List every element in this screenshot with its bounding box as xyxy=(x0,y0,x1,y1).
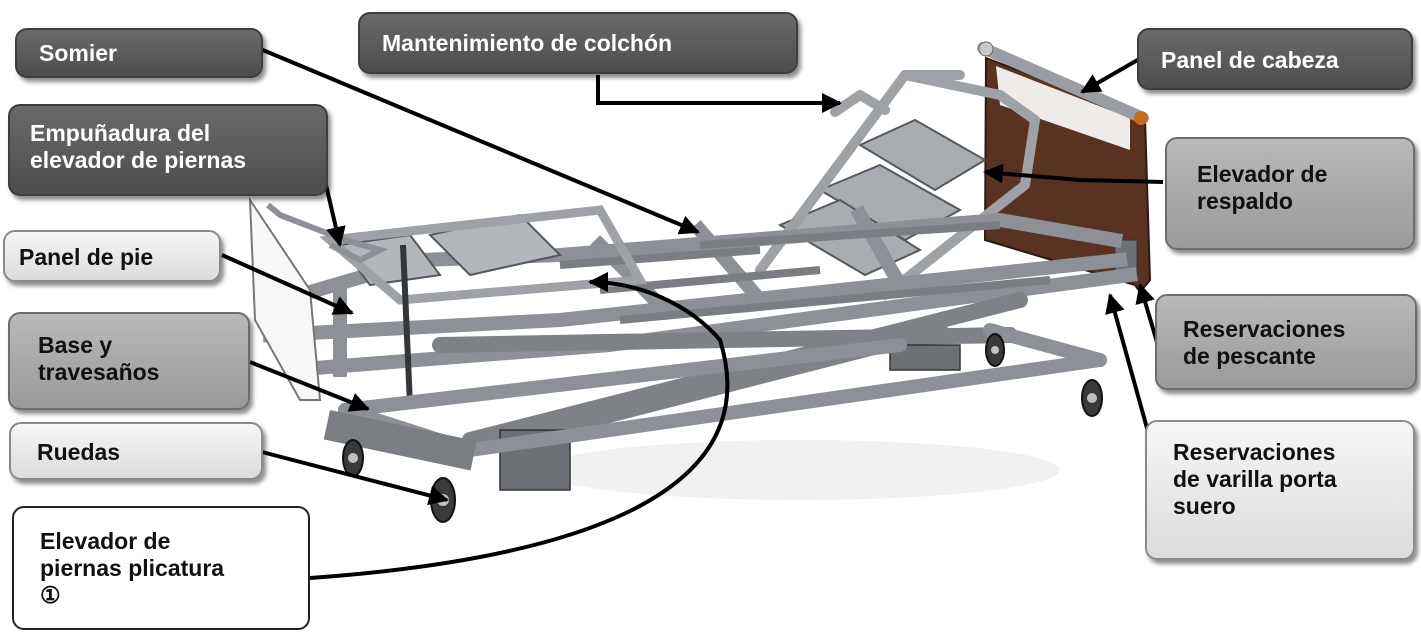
label-panel-pie: Panel de pie xyxy=(3,230,221,282)
label-panel-cabeza: Panel de cabeza xyxy=(1137,28,1413,90)
base-foot-bar xyxy=(323,410,477,471)
label-somier: Somier xyxy=(15,28,263,78)
leg-rest-frame xyxy=(319,205,648,305)
label-base-travesanos: Base y travesaños xyxy=(8,312,250,410)
label-mantenimiento-colchon: Mantenimiento de colchón xyxy=(358,12,798,74)
label-elevador-piernas-plicatura: Elevador de piernas plicatura ① xyxy=(12,506,310,630)
label-reservaciones-varilla: Reservaciones de varilla porta suero xyxy=(1145,420,1415,560)
label-empunadura-elevador: Empuñadura del elevador de piernas xyxy=(8,104,328,196)
backrest-frame xyxy=(755,70,1040,300)
foot-panel xyxy=(248,196,322,401)
label-reservaciones-pescante: Reservaciones de pescante xyxy=(1155,294,1417,390)
label-ruedas: Ruedas xyxy=(9,422,263,480)
leg-lift-handle xyxy=(266,202,389,264)
label-elevador-respaldo: Elevador de respaldo xyxy=(1165,137,1415,250)
floor-shadow xyxy=(540,440,1060,500)
